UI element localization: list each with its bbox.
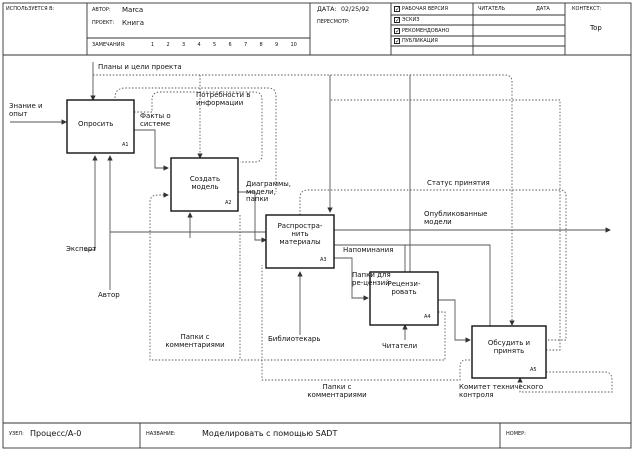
arrow-diagrams: [238, 191, 267, 243]
note-number: 5: [213, 42, 217, 48]
label-plans: Планы и цели проекта: [98, 63, 182, 71]
note-number: 3: [182, 42, 186, 48]
status-checkbox-draft[interactable]: ✓: [394, 17, 401, 24]
status-publication: ПУБЛИКАЦИЯ: [402, 38, 438, 44]
box-a1-label: Опросить: [78, 120, 114, 128]
date-value: 02/25/92: [341, 6, 370, 13]
note-number: 4: [197, 42, 201, 48]
note-number: 7: [244, 42, 248, 48]
box-a4[interactable]: [369, 271, 439, 326]
node-label: УЗЕЛ:: [9, 431, 24, 437]
note-number: 2: [166, 42, 170, 48]
label-diagrams: Диаграммы, модели, папки: [246, 180, 292, 204]
title-value: Моделировать с помощью SADT: [202, 429, 338, 438]
arrow-facts: [134, 129, 169, 171]
label-reminders: Напоминания: [343, 246, 394, 254]
context-label: КОНТЕКСТ:: [572, 6, 602, 12]
note-number: 6: [228, 42, 232, 48]
label-library: Библиотекарь: [268, 335, 321, 343]
label-facts: Факты о системе: [140, 112, 171, 129]
box-a4-label: Рецензи-ровать: [387, 280, 421, 297]
label-readers: Читатели: [382, 342, 418, 350]
label-folders-comments-2: Папки с комментариями: [307, 383, 367, 400]
label-folders-comments-1: Папки с комментариями: [165, 333, 225, 350]
date-label: ДАТА:: [317, 6, 337, 13]
project-value: Книга: [122, 19, 145, 27]
label-status: Статус принятия: [427, 179, 490, 187]
box-a3[interactable]: [265, 214, 335, 269]
arrow-expert: [85, 155, 98, 251]
notes-label: ЗАМЕЧАНИЯ:: [92, 42, 126, 48]
box-a3-label: Распростра-нить материалы: [277, 222, 323, 247]
label-committee: Комитет технического контроля: [459, 383, 544, 400]
status-draft: ЭСКИЗ: [402, 17, 420, 23]
box-a5[interactable]: [471, 325, 547, 379]
status-working: РАБОЧАЯ ВЕРСИЯ: [402, 6, 449, 12]
status-checkbox-working[interactable]: ✓: [394, 6, 401, 13]
label-review-folders: Папки для ре-цензий: [352, 271, 391, 287]
label-author: Автор: [98, 291, 120, 299]
note-number: 1: [151, 42, 155, 48]
project-label: ПРОЕКТ:: [92, 20, 115, 26]
box-a1-number: A1: [122, 142, 129, 148]
box-a2-label: Создать модель: [189, 175, 221, 192]
revision-label: ПЕРЕСМОТР:: [317, 19, 350, 25]
box-a5-label: Обсудить и принять: [487, 339, 531, 356]
author-label: АВТОР:: [92, 7, 111, 13]
box-a2[interactable]: [170, 157, 239, 212]
reader-label: ЧИТАТЕЛЬ: [478, 6, 506, 12]
label-published: Опубликованные модели: [424, 210, 488, 227]
label-knowledge: Знание и опыт: [9, 102, 43, 119]
number-label: НОМЕР:: [506, 431, 526, 437]
context-value: Top: [590, 24, 602, 32]
label-expert: Эксперт: [66, 245, 97, 253]
author-value: Marca: [122, 6, 144, 14]
note-number: 10: [290, 42, 297, 48]
note-number: 8: [259, 42, 263, 48]
status-recommended: РЕКОМЕНДОВАНО: [402, 28, 450, 34]
box-a3-number: A3: [320, 257, 327, 263]
label-needs: Потребности в информации: [196, 91, 251, 108]
node-value: Процесс/А-0: [30, 429, 82, 438]
title-label: НАЗВАНИЕ:: [146, 431, 176, 437]
status-checkbox-publication[interactable]: ✓: [394, 38, 401, 45]
used-at-label: ИСПОЛЬЗУЕТСЯ В:: [6, 6, 55, 12]
box-a4-number: A4: [424, 314, 431, 320]
arrow-review-folders: [334, 257, 369, 301]
note-number: 9: [275, 42, 279, 48]
reader-date-label: ДАТА: [536, 6, 550, 12]
box-a5-number: A5: [530, 367, 537, 373]
status-checkbox-recommended[interactable]: ✓: [394, 28, 401, 35]
box-a1[interactable]: [66, 99, 135, 154]
box-a2-number: A2: [225, 200, 232, 206]
